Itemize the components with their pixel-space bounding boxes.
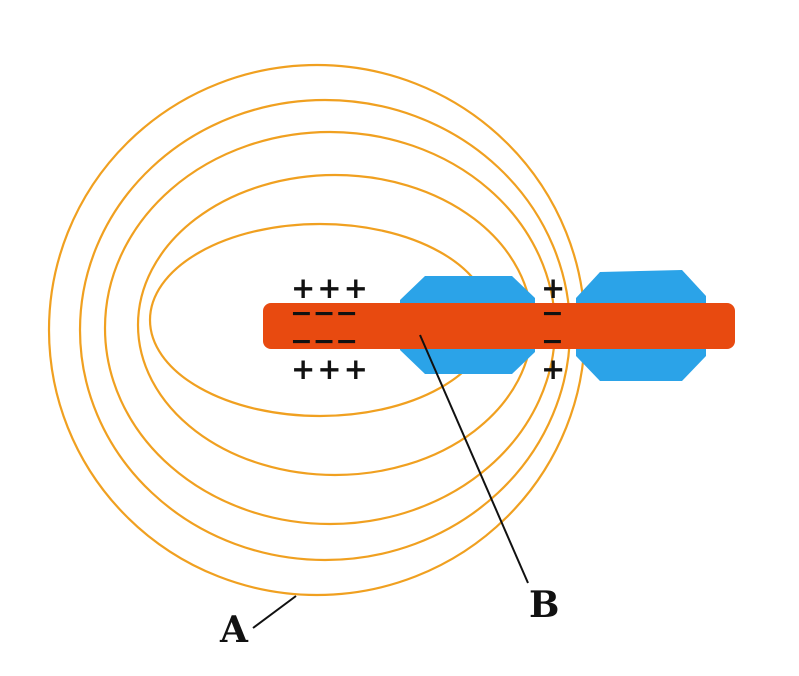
charge-inner-top-node: − bbox=[541, 298, 564, 329]
charge-top-left: +++ bbox=[291, 271, 370, 305]
label-a: A bbox=[219, 609, 249, 651]
charge-top-node: + bbox=[541, 271, 565, 305]
label-b-leader bbox=[419, 334, 529, 584]
axon bbox=[263, 303, 735, 349]
charge-bottom-left: +++ bbox=[291, 352, 370, 386]
charge-bottom-node: + bbox=[541, 352, 565, 386]
charge-inner-top-left: −−− bbox=[290, 298, 358, 329]
charge-inner-bottom-left: −−− bbox=[290, 326, 358, 357]
label-a-leader bbox=[252, 595, 297, 629]
label-b: B bbox=[529, 584, 559, 626]
charge-inner-bottom-node: − bbox=[541, 326, 564, 357]
